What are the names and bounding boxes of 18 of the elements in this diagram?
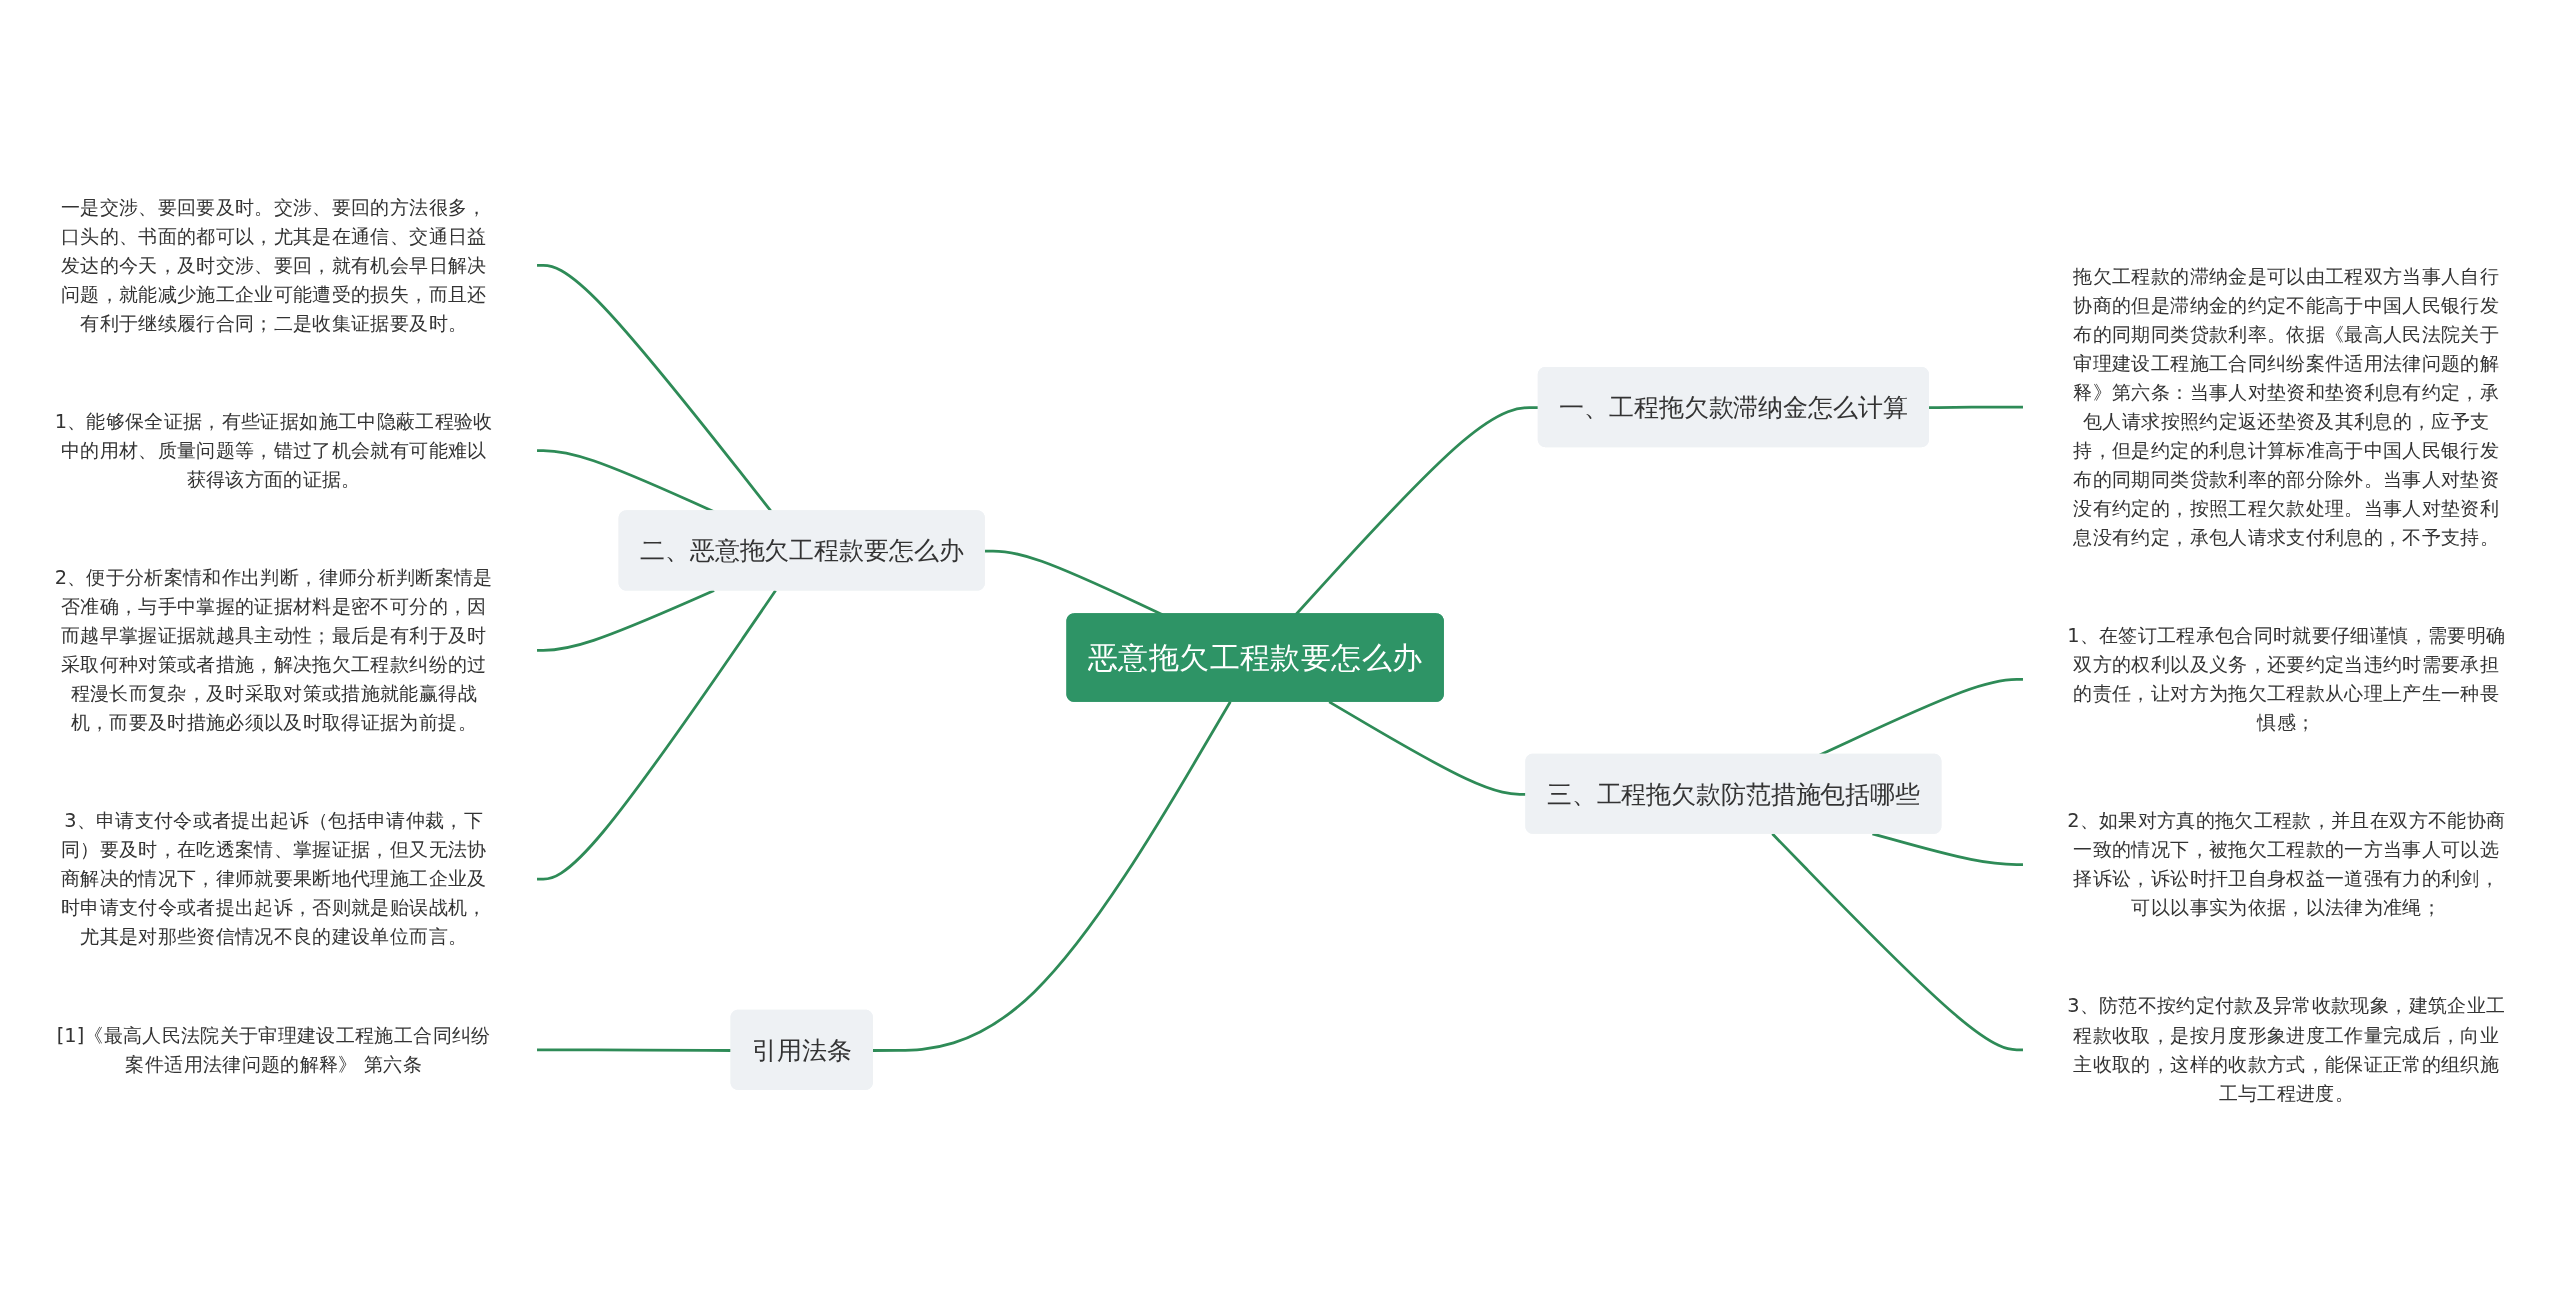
node-text: 3、防范不按约定付款及异常收款现象，建筑企业工程款收取，是按月度形象进度工作量完成后，向业主收取的，这样的收款方式，能保证正常的组织施工与工程进度。 [2067,994,2506,1104]
node-text: 一是交涉、要回要及时。交涉、要回的方法很多，口头的、书面的都可以，尤其是在通信、交通日益发达的今天，及时交涉、要回，就有机会早日解决问题，就能减少施工企业可能遭受的损失，而且还有利于继续履行合同；二是收集证据要及时。 [60,195,487,334]
node-text: 2、便于分析案情和作出判断，律师分析判断案情是否准确，与手中掌握的证据材料是密不可分的，因而越早掌握证据就越具主动性；最后是有利于及时采取何种对策或者措施，解决拖欠工程款纠纷的过程漫长而复杂，及时采取对策或措施就能赢得战机，而要及时措施必须以及时取得证据为前提。 [54,566,493,734]
connector [1872,832,2024,867]
node-text: 1、在签订工程承包合同时就要仔细谨慎，需要明确双方的权利以及义务，还要约定当违约时需要承担的责任，让对方为拖欠工程款从心理上产生一种畏惧感； [2067,624,2506,734]
node-text: 拖欠工程款的滞纳金是可以由工程双方当事人自行协商的但是滞纳金的约定不能高于中国人民银行发布的同期同类贷款利率。依据《最高人民法院关于审理建设工程施工合同纠纷案件适用法律问题的解释》第六条：当事人对垫资和垫资利息有约定，承包人请求按照约定返还垫资及其利息的，应予支持，但是约定的利息计算标准高于中国人民银行发布的同期同类贷款利率的部分除外。当事人对垫资没有约定的，按照工程欠款处理。当事人对垫资利息没有约定，承包人请求支付利息的，不予支持。 [2073,264,2500,549]
connector [1328,700,1527,796]
connector [536,1048,732,1053]
connector [1771,833,2024,1052]
node-text: 1、能够保全证据，有些证据如施工中隐蔽工程验收中的用材、质量问题等，错过了机会就有可能难以获得该方面的证据。 [54,409,493,491]
connector [872,701,1232,1053]
node-text: [1]《最高人民法院关于审理建设工程施工合同纠纷案件适用法律问题的解释》 第六条 [56,1023,491,1075]
connector [536,264,773,513]
node-text: 2、如果对方真的拖欠工程款，并且在双方不能协商一致的情况下，被拖欠工程款的一方当事人可以选择诉讼，诉讼时扞卫自身权益一道强有力的利剑，可以以事实为依据，以法律为准绳； [2067,809,2506,919]
connector [1928,405,2024,410]
connector [536,589,715,652]
connector [536,589,777,881]
node-text: 3、申请支付令或者提出起诉（包括申请仲裁，下同）要及时，在吃透案情、掌握证据，但又无法协商解决的情况下，律师就要果断地代理施工企业及时申请支付令或者提出起诉，否则就是贻误战机，尤其是对那些资信情况不良的建设单位而言。 [60,809,487,948]
